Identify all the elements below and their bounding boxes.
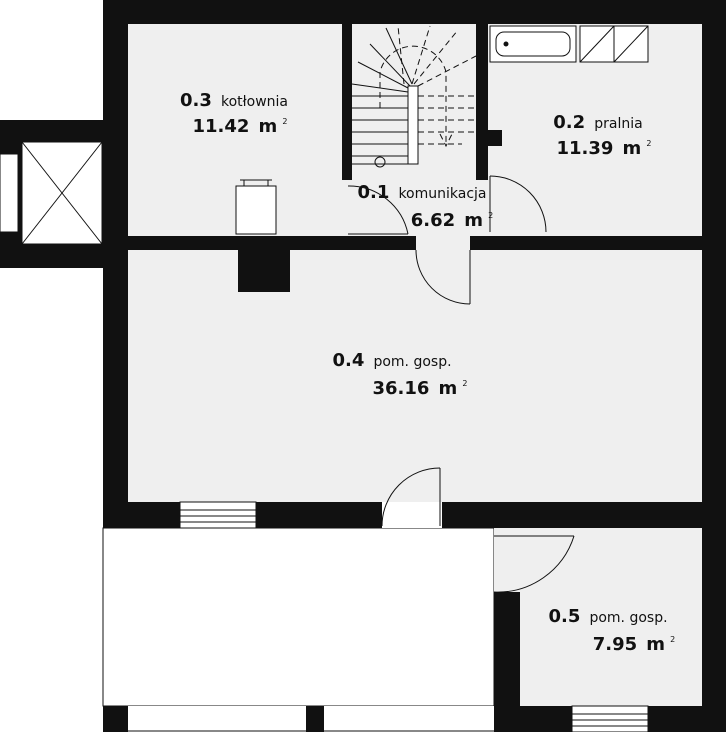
room-label-kotlownia: 0.3 kotłownia 11.42 m 2 [180, 90, 288, 137]
room-area-unit: m [259, 116, 278, 137]
room-label-pralnia: 0.2 pralnia 11.39 m 2 [553, 112, 651, 159]
chimney-cross-b [21, 141, 103, 245]
svg-text:0.2 pralnia: 0.2 pralnia [553, 112, 642, 133]
room-name: pom. gosp. [589, 610, 667, 626]
door-opening-komunikacja [342, 180, 546, 236]
svg-text:0.4 pom. gosp.: 0.4 pom. gosp. [332, 350, 451, 371]
door-swing-pom-gosp-top [415, 249, 471, 305]
room-label-komunikacja: 0.1 komunikacja 6.62 m 2 [357, 182, 493, 231]
room-label-pom-gosp-small: 0.5 pom. gosp. 7.95 m 2 [548, 606, 675, 655]
window-bottom-right [571, 705, 649, 732]
room-area-unit: m [464, 210, 483, 231]
terrace-bottom-open-right [324, 706, 494, 732]
staircase [351, 25, 477, 168]
pillar [488, 130, 502, 146]
svg-text:36.16 m 2: 36.16 m 2 [373, 378, 468, 399]
window-bottom-left [179, 501, 257, 529]
svg-text:6.62 m 2: 6.62 m 2 [411, 210, 493, 231]
door-opening-komunikacja-lower [416, 236, 470, 250]
bathtub [489, 25, 577, 63]
lower-left-wall-mid [306, 706, 324, 732]
room-number: 0.4 [332, 350, 364, 371]
svg-text:7.95 m 2: 7.95 m 2 [593, 634, 675, 655]
lower-left-wall-left [103, 706, 128, 732]
room-pom-gosp-large-floor [128, 250, 702, 502]
door-swing-small [493, 535, 575, 593]
room-area-exp: 2 [282, 117, 287, 126]
room-area-exp: 2 [670, 635, 675, 644]
svg-text:11.39 m 2: 11.39 m 2 [557, 138, 652, 159]
door-swing-komunikacja [489, 175, 547, 233]
chimney-duct [238, 250, 290, 292]
svg-text:0.1 komunikacja: 0.1 komunikacja [357, 182, 486, 203]
room-number: 0.3 [180, 90, 212, 111]
room-name: pralnia [594, 116, 642, 132]
room-name: komunikacja [398, 186, 486, 202]
room-number: 0.2 [553, 112, 585, 133]
room-label-pom-gosp-large: 0.4 pom. gosp. 36.16 m 2 [332, 350, 467, 399]
terrace-area [102, 527, 495, 707]
room-name: kotłownia [221, 94, 288, 110]
appliance-2 [613, 25, 649, 63]
room-number: 0.1 [357, 182, 389, 203]
svg-text:0.5 pom. gosp.: 0.5 pom. gosp. [548, 606, 667, 627]
room-area-exp: 2 [646, 139, 651, 148]
room-area: 11.42 [193, 116, 250, 137]
appliance-1 [579, 25, 615, 63]
door-opening-small [494, 528, 520, 592]
room-area: 6.62 [411, 210, 455, 231]
door-swing-kotlownia [347, 185, 409, 235]
door-opening-pom-gosp [382, 502, 442, 528]
svg-text:11.42 m 2: 11.42 m 2 [193, 116, 288, 137]
room-pom-gosp-small-floor [520, 528, 702, 706]
boiler [235, 179, 277, 235]
room-name: pom. gosp. [373, 354, 451, 370]
terrace-bottom-open-left [128, 706, 306, 732]
room-kotlownia-floor [128, 24, 342, 236]
room-area-unit: m [646, 634, 665, 655]
room-area-exp: 2 [488, 211, 493, 220]
room-area-unit: m [439, 378, 458, 399]
svg-text:0.3 kotłownia: 0.3 kotłownia [180, 90, 288, 111]
room-area: 11.39 [557, 138, 614, 159]
room-area-unit: m [623, 138, 642, 159]
room-area: 36.16 [373, 378, 430, 399]
chimney-side-panel [0, 153, 19, 233]
room-number: 0.5 [548, 606, 580, 627]
room-area-exp: 2 [462, 379, 467, 388]
door-swing-pom-gosp-bottom [381, 467, 441, 527]
room-area: 7.95 [593, 634, 637, 655]
